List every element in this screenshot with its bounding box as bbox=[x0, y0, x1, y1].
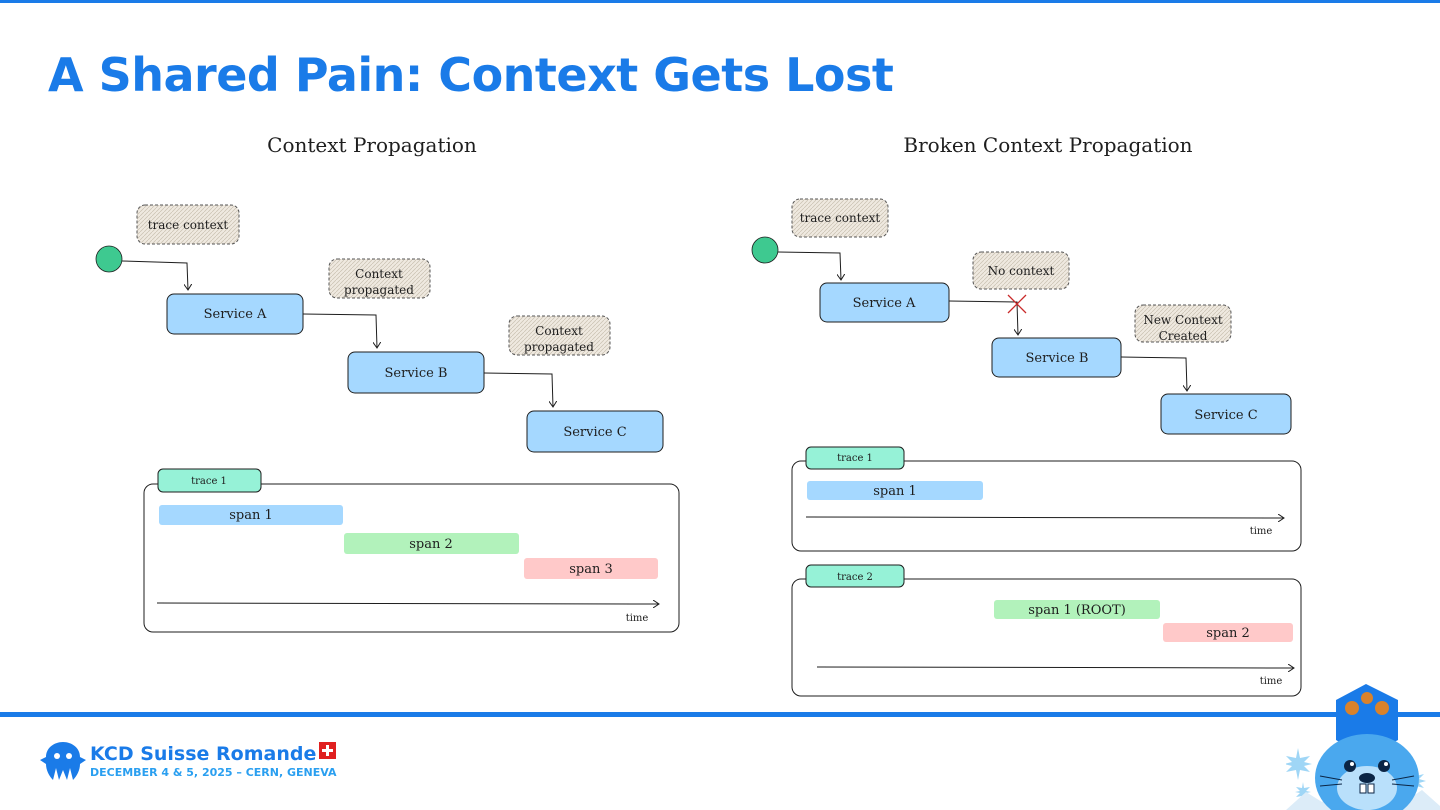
svg-text:trace context: trace context bbox=[800, 211, 881, 225]
trace-2-span-1-bar bbox=[994, 600, 1160, 619]
service-b-label: Service B bbox=[385, 366, 448, 381]
left-time-axis bbox=[156, 603, 659, 604]
trace-1-label: trace 1 bbox=[837, 453, 873, 464]
trace-2-span-2-label: span 2 bbox=[1206, 626, 1250, 641]
left-diagram: Context Propagation trace context Servic… bbox=[95, 133, 680, 633]
trace-2-time-axis bbox=[816, 667, 1294, 668]
svg-text:No context: No context bbox=[988, 264, 1055, 278]
slide-title: A Shared Pain: Context Gets Lost bbox=[48, 48, 894, 102]
kcd-logo-icon bbox=[40, 742, 86, 780]
span-2-label: span 2 bbox=[409, 537, 453, 552]
trace-1-time-axis bbox=[805, 517, 1284, 518]
span-1-label: span 1 bbox=[229, 508, 273, 523]
start-node bbox=[751, 236, 779, 264]
service-c-box: Service C bbox=[1160, 393, 1292, 435]
trace-2-span-1-label: span 1 (ROOT) bbox=[1028, 603, 1126, 618]
trace-2-tab bbox=[805, 564, 905, 588]
left-trace-label: trace 1 bbox=[191, 476, 227, 487]
trace-2-time-label: time bbox=[1260, 676, 1283, 687]
broken-link-mark bbox=[1007, 294, 1027, 314]
event-date: DECEMBER 4 & 5, 2025 – CERN, GENEVA bbox=[90, 766, 337, 779]
service-c-box: Service C bbox=[526, 410, 664, 453]
top-accent-bar bbox=[0, 0, 1440, 3]
left-trace-tab bbox=[157, 468, 262, 493]
diagram-canvas: Context Propagation trace context Servic… bbox=[95, 133, 1302, 697]
swiss-flag-icon bbox=[319, 742, 337, 759]
left-heading: Context Propagation bbox=[267, 133, 477, 157]
right-trace-1-panel: trace 1 span 1 time bbox=[791, 446, 1302, 552]
trace-1-span-1-bar bbox=[807, 481, 983, 500]
service-b-label: Service B bbox=[1026, 351, 1089, 366]
service-c-label: Service C bbox=[563, 425, 626, 440]
right-heading: Broken Context Propagation bbox=[903, 133, 1192, 157]
arrow-start-to-service-a bbox=[121, 260, 188, 290]
service-c-label: Service C bbox=[1194, 408, 1257, 423]
trace-2-span-2-bar bbox=[1163, 623, 1293, 642]
arrow-b-to-c bbox=[1120, 356, 1187, 391]
trace-2-label: trace 2 bbox=[837, 572, 873, 583]
service-b-box: Service B bbox=[991, 337, 1122, 378]
bottom-accent-bar bbox=[0, 712, 1440, 717]
note-trace-context: trace context bbox=[791, 198, 889, 238]
arrow-a-to-b bbox=[948, 300, 1018, 335]
note-no-context: No context bbox=[972, 251, 1070, 290]
service-a-box: Service A bbox=[166, 293, 304, 335]
service-a-label: Service A bbox=[853, 296, 916, 311]
span-3-label: span 3 bbox=[569, 562, 613, 577]
event-name: KCD Suisse Romande bbox=[90, 742, 337, 765]
beaver-mascot-icon bbox=[1286, 684, 1440, 810]
start-node bbox=[95, 245, 123, 273]
service-a-label: Service A bbox=[204, 307, 267, 322]
trace-1-tab bbox=[805, 446, 905, 470]
trace-1-span-1-label: span 1 bbox=[873, 484, 917, 499]
service-a-box: Service A bbox=[819, 282, 950, 323]
trace-1-time-label: time bbox=[1250, 526, 1273, 537]
arrow-b-to-c bbox=[483, 372, 553, 407]
span-2-bar bbox=[344, 533, 519, 554]
right-diagram: Broken Context Propagation trace context… bbox=[751, 133, 1302, 697]
svg-text:trace context: trace context bbox=[148, 218, 229, 232]
right-trace-2-panel: trace 2 span 1 (ROOT) span 2 time bbox=[791, 564, 1302, 697]
note-trace-context: trace context bbox=[136, 204, 240, 245]
left-trace-panel: trace 1 span 1 span 2 span 3 time bbox=[143, 468, 680, 633]
span-3-bar bbox=[524, 558, 658, 579]
service-b-box: Service B bbox=[347, 351, 485, 394]
left-time-label: time bbox=[626, 613, 649, 624]
arrow-a-to-b bbox=[302, 313, 377, 348]
arrow-start-to-service-a bbox=[777, 251, 841, 280]
span-1-bar bbox=[159, 505, 343, 525]
